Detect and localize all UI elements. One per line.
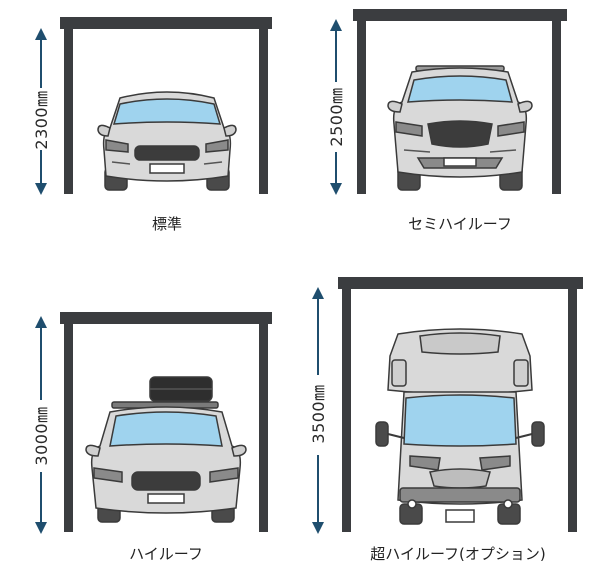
height-label: 3000㎜ [32,406,51,465]
height-label: 2500㎜ [327,87,346,146]
camper-vehicle-icon [375,328,545,525]
carport-frame [353,9,567,194]
height-label: 3500㎜ [309,384,328,443]
caption-standard: 標準 [151,215,183,233]
panel-super-high-roof: 3500㎜ [309,277,583,534]
caption-super-high-roof: 超ハイルーフ(オプション) [370,545,546,563]
caption-high-roof: ハイルーフ [129,545,203,563]
panel-standard: 2300㎜ [32,17,272,195]
height-label: 2300㎜ [32,90,51,149]
caption-semi-high-roof: セミハイルーフ [408,215,512,233]
roof-box-car-icon [85,376,247,523]
panel-semi-high-roof: 2500㎜ [327,9,567,195]
carport-frame [60,17,272,194]
suv-car-icon [387,65,533,191]
sedan-car-icon [97,91,237,191]
carport-frame [338,277,583,532]
carport-frame [60,312,272,532]
panel-high-roof: 3000㎜ [32,312,272,534]
